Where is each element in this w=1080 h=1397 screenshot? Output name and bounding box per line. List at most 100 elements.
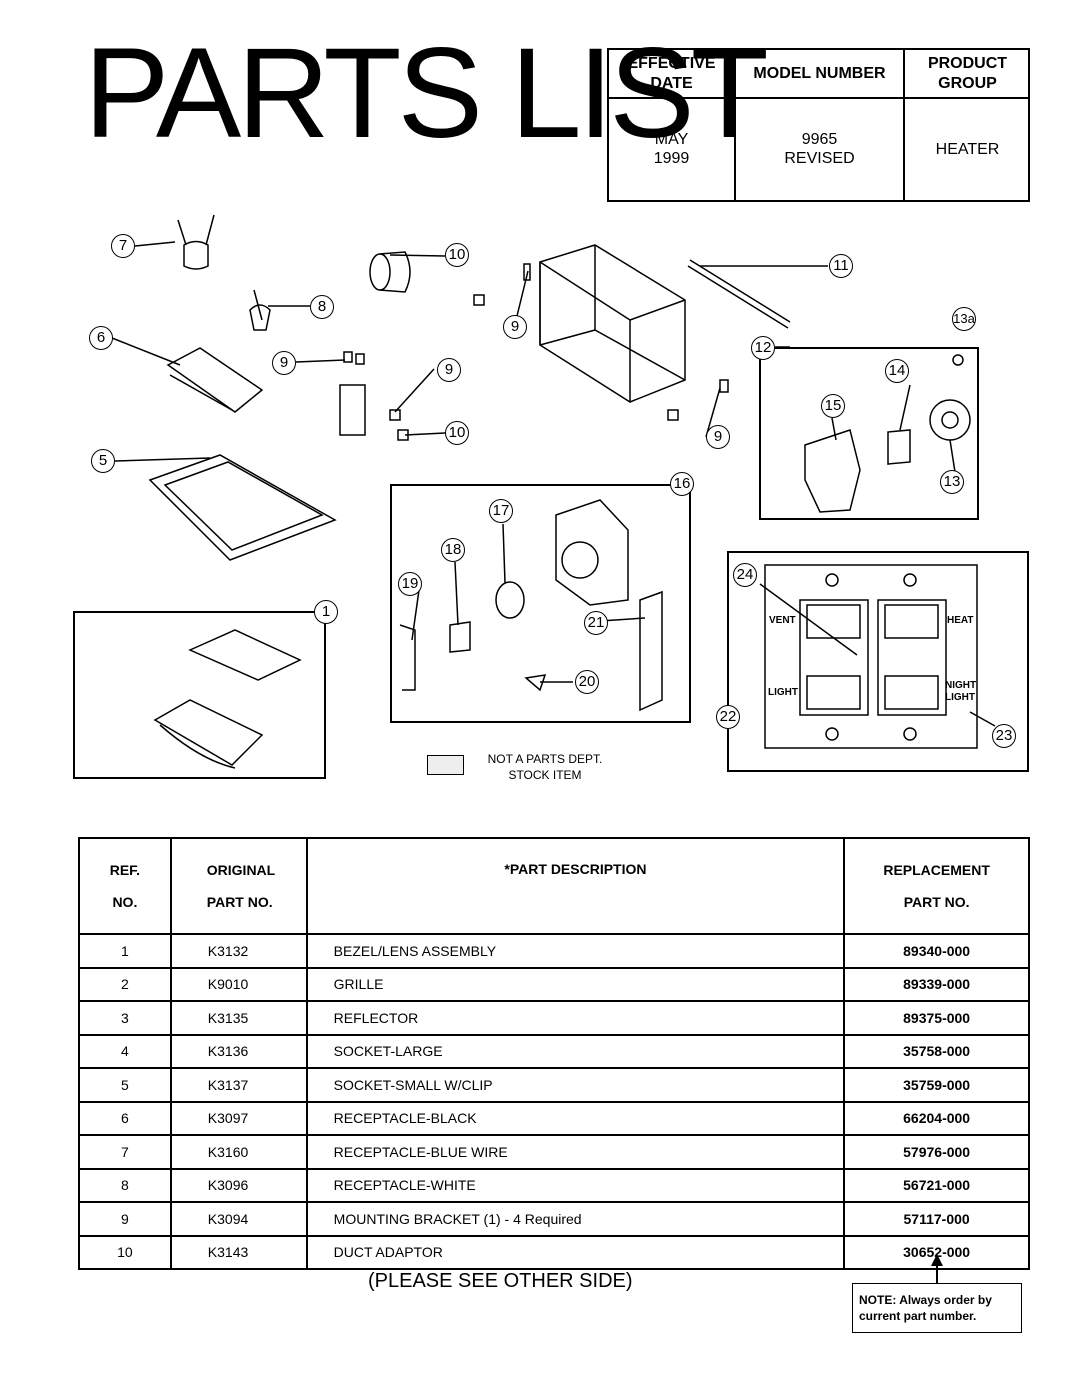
callout-1: 1 <box>314 600 338 624</box>
arrow-shaft <box>936 1256 938 1283</box>
effective-date-label-l2: DATE <box>650 75 693 92</box>
callout-5: 8 <box>310 295 334 319</box>
callout-22: 22 <box>716 705 740 729</box>
bezel-lens-box <box>73 611 326 779</box>
callout-10: 10 <box>445 243 469 267</box>
description-cell: RECEPTACLE-BLACK <box>305 1100 846 1136</box>
description-cell: SOCKET-SMALL W/CLIP <box>305 1067 846 1103</box>
description-cell: SOCKET-LARGE <box>305 1033 846 1069</box>
callout-8: 10 <box>445 421 469 445</box>
ref-cell: 3 <box>78 1000 172 1036</box>
ref-cell: 5 <box>78 1067 172 1103</box>
replacement-part-cell: 57117-000 <box>843 1201 1030 1237</box>
effective-date-column: EFFECTIVE DATE MAY 1999 <box>609 50 734 200</box>
callout-13: 13 <box>940 470 964 494</box>
switch-label-vent: VENT <box>769 615 796 626</box>
replacement-part-cell: 66204-000 <box>843 1100 1030 1136</box>
description-cell: RECEPTACLE-WHITE <box>305 1167 846 1203</box>
original-part-cell: K3136 <box>169 1033 308 1069</box>
original-part-cell: K3160 <box>169 1134 308 1170</box>
callout-9a: 9 <box>503 315 527 339</box>
callout-17: 17 <box>489 499 513 523</box>
callout-14: 14 <box>885 359 909 383</box>
callout-24: 24 <box>733 563 757 587</box>
callout-13a: 13a <box>952 307 976 331</box>
description-cell: GRILLE <box>305 966 846 1002</box>
callout-23: 23 <box>992 724 1016 748</box>
callout-15: 15 <box>821 394 845 418</box>
motor-assembly-box <box>390 484 691 723</box>
callout-4: 7 <box>111 234 135 258</box>
product-group-label-l2: GROUP <box>938 75 997 92</box>
original-part-cell: K3143 <box>169 1234 308 1270</box>
blower-assembly-box <box>759 347 979 520</box>
product-group: HEATER <box>935 141 1000 158</box>
description-cell: MOUNTING BRACKET (1) - 4 Required <box>305 1201 846 1237</box>
callout-6: 9 <box>437 358 461 382</box>
callout-9b: 9 <box>706 425 730 449</box>
ref-cell: 9 <box>78 1201 172 1237</box>
callout-19: 19 <box>398 572 422 596</box>
callout-21: 21 <box>584 611 608 635</box>
replacement-part-cell: 89339-000 <box>843 966 1030 1002</box>
col-description: *PART DESCRIPTION <box>305 837 846 935</box>
replacement-part-cell: 89340-000 <box>843 933 1030 969</box>
replacement-part-cell: 89375-000 <box>843 1000 1030 1036</box>
callout-18: 18 <box>441 538 465 562</box>
callout-7: 9 <box>272 351 296 375</box>
replacement-part-cell: 35758-000 <box>843 1033 1030 1069</box>
original-part-cell: K9010 <box>169 966 308 1002</box>
effective-date-label-l1: EFFECTIVE <box>627 55 716 72</box>
legend-swatch <box>427 755 464 775</box>
description-cell: RECEPTACLE-BLUE WIRE <box>305 1134 846 1170</box>
callout-16: 16 <box>670 472 694 496</box>
original-part-cell: K3097 <box>169 1100 308 1136</box>
callout-3: 6 <box>89 326 113 350</box>
ref-cell: 8 <box>78 1167 172 1203</box>
date-month: MAY <box>654 131 689 148</box>
replacement-part-cell: 35759-000 <box>843 1067 1030 1103</box>
original-part-cell: K3094 <box>169 1201 308 1237</box>
switch-box <box>727 551 1029 772</box>
description-cell: BEZEL/LENS ASSEMBLY <box>305 933 846 969</box>
parts-diagram <box>111 214 996 769</box>
callout-12: 12 <box>751 336 775 360</box>
ref-cell: 1 <box>78 933 172 969</box>
model-number-label: MODEL NUMBER <box>753 65 886 82</box>
original-part-cell: K3132 <box>169 933 308 969</box>
switch-label-heat: HEAT <box>947 615 974 626</box>
original-part-cell: K3096 <box>169 1167 308 1203</box>
replacement-part-cell: 56721-000 <box>843 1167 1030 1203</box>
replacement-part-cell: 57976-000 <box>843 1134 1030 1170</box>
product-group-label-l1: PRODUCT <box>927 55 1008 72</box>
ref-cell: 4 <box>78 1033 172 1069</box>
model-number: 9965 <box>801 131 838 148</box>
original-part-cell: K3135 <box>169 1000 308 1036</box>
see-other-side: (PLEASE SEE OTHER SIDE) <box>368 1270 633 1292</box>
product-group-column: PRODUCT GROUP HEATER <box>905 50 1030 200</box>
description-cell: DUCT ADAPTOR <box>305 1234 846 1270</box>
page-title: PARTS LIST <box>84 22 769 165</box>
description-cell: REFLECTOR <box>305 1000 846 1036</box>
col-ref: REF.NO. <box>78 837 172 935</box>
ref-cell: 10 <box>78 1234 172 1270</box>
date-year: 1999 <box>653 150 690 167</box>
ref-cell: 2 <box>78 966 172 1002</box>
original-part-cell: K3137 <box>169 1067 308 1103</box>
callout-11: 11 <box>829 254 853 278</box>
switch-label-light: LIGHT <box>768 687 798 698</box>
